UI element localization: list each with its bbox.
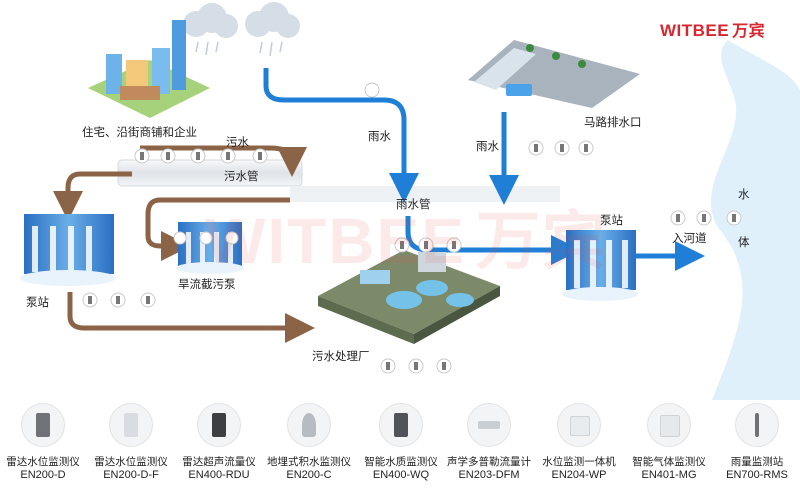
label-rain-pipe: 雨水管 bbox=[396, 199, 431, 211]
legend-model: EN401-MG bbox=[641, 469, 697, 481]
legend-item: 雷达超声流量仪 EN400-RDU bbox=[176, 403, 262, 482]
road-outlet bbox=[468, 40, 640, 108]
gas-monitor-icon bbox=[647, 403, 691, 447]
doppler-flow-icon bbox=[467, 403, 511, 447]
label-rainwater-right: 雨水 bbox=[476, 141, 499, 153]
label-pump-station-right: 泵站 bbox=[600, 215, 623, 227]
legend-name: 智能气体监测仪 bbox=[632, 456, 706, 468]
legend-name: 雷达水位监测仪 bbox=[6, 456, 80, 468]
label-water-body-2: 体 bbox=[738, 237, 750, 249]
watermark-text: WITBEE bbox=[205, 205, 466, 277]
water-quality-icon bbox=[379, 403, 423, 447]
legend-name: 声学多普勒流量计 bbox=[447, 456, 531, 468]
label-into-river: 入河道 bbox=[672, 233, 707, 245]
label-treatment-plant: 污水处理厂 bbox=[312, 351, 370, 363]
legend-model: EN200-D-F bbox=[103, 469, 159, 481]
legend-model: EN400-WQ bbox=[372, 469, 430, 481]
legend-model: EN700-RMS bbox=[726, 469, 788, 481]
legend-item: 水位监测一体机 EN204-WP bbox=[536, 403, 622, 482]
legend-name: 雨量监测站 bbox=[730, 456, 784, 468]
river bbox=[710, 40, 800, 400]
legend-name: 智能水质监测仪 bbox=[364, 456, 438, 468]
buried-waterlog-icon bbox=[287, 403, 331, 447]
brand-name-cn: 万宾 bbox=[732, 23, 766, 40]
radar-level-icon bbox=[21, 403, 65, 447]
label-dry-pump: 旱流截污泵 bbox=[178, 279, 236, 291]
label-residential: 住宅、沿街商铺和企业 bbox=[82, 127, 197, 139]
legend-item: 智能水质监测仪 EN400-WQ bbox=[358, 403, 444, 482]
brand-name: WITBEE bbox=[660, 21, 730, 40]
legend-item: 雨量监测站 EN700-RMS bbox=[714, 403, 800, 482]
pump-station-right bbox=[562, 230, 638, 301]
sewage-pipe bbox=[117, 159, 303, 187]
drainage-diagram bbox=[20, 2, 800, 400]
radar-flow-icon bbox=[197, 403, 241, 447]
label-rainwater-left: 雨水 bbox=[368, 131, 391, 143]
legend-model: EN400-RDU bbox=[188, 469, 250, 481]
legend-item: 雷达水位监测仪 EN200-D-F bbox=[88, 403, 174, 482]
rain-gauge-icon bbox=[735, 403, 779, 447]
level-integrated-icon bbox=[557, 403, 601, 447]
legend-model: EN204-WP bbox=[551, 469, 607, 481]
label-sewage-pipe: 污水管 bbox=[224, 171, 259, 183]
pump-station-left bbox=[20, 214, 116, 286]
legend-item: 地埋式积水监测仪 EN200-C bbox=[266, 403, 352, 482]
legend-name: 水位监测一体机 bbox=[542, 456, 616, 468]
label-pump-station-left: 泵站 bbox=[26, 297, 49, 309]
sewage-treatment-plant bbox=[318, 250, 500, 344]
label-road-outlet: 马路排水口 bbox=[584, 117, 642, 129]
cloud-icon-right bbox=[245, 2, 300, 57]
label-sewage: 污水 bbox=[226, 137, 249, 149]
legend-model: EN200-C bbox=[286, 469, 332, 481]
legend-name: 地埋式积水监测仪 bbox=[267, 456, 351, 468]
legend-model: EN203-DFM bbox=[458, 469, 520, 481]
cloud-icon-left bbox=[183, 3, 238, 56]
legend-item: 声学多普勒流量计 EN203-DFM bbox=[446, 403, 532, 482]
legend-name: 雷达超声流量仪 bbox=[182, 456, 256, 468]
residential-buildings bbox=[88, 20, 210, 118]
label-water-body-1: 水 bbox=[738, 189, 750, 201]
legend-name: 雷达水位监测仪 bbox=[94, 456, 168, 468]
radar-level-f-icon bbox=[109, 403, 153, 447]
legend-item: 雷达水位监测仪 EN200-D bbox=[0, 403, 86, 482]
watermark-text-cn: 万宾 bbox=[475, 205, 608, 277]
legend-item: 智能气体监测仪 EN401-MG bbox=[626, 403, 712, 482]
legend-model: EN200-D bbox=[20, 469, 66, 481]
